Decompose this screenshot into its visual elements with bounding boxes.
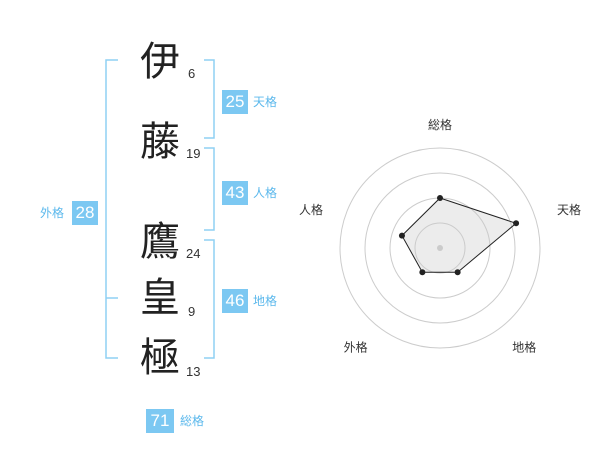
radar-axis-label: 外格 xyxy=(344,340,368,355)
name-char-2: 藤 xyxy=(140,119,180,165)
name-char-3: 鷹 xyxy=(140,219,180,265)
soukaku-value: 71 xyxy=(146,409,174,433)
radar-point xyxy=(437,195,443,201)
chikaku-label: 地格 xyxy=(253,294,278,308)
radar-center xyxy=(437,245,443,251)
name-char-5: 極 xyxy=(140,335,180,381)
radar-point xyxy=(513,220,520,227)
jinkaku-label: 人格 xyxy=(253,186,278,200)
name-char-4: 皇 xyxy=(140,275,180,321)
stroke-count-5: 13 xyxy=(186,364,201,379)
stroke-count-1: 6 xyxy=(188,66,196,81)
stroke-count-4: 9 xyxy=(188,304,196,319)
soukaku-label: 総格 xyxy=(180,414,205,428)
name-char-1: 伊 xyxy=(140,39,180,85)
radar-point xyxy=(454,269,461,276)
jinkaku-value: 43 xyxy=(222,181,248,205)
radar-polygon xyxy=(401,197,518,273)
radar-axis-label: 人格 xyxy=(299,202,323,217)
tenkaku-label: 天格 xyxy=(253,95,278,109)
radar-ring xyxy=(364,172,516,324)
stroke-count-2: 19 xyxy=(186,146,201,161)
radar-axis-label: 総格 xyxy=(428,117,452,132)
stroke-count-3: 24 xyxy=(186,246,201,261)
radar-axis-label: 天格 xyxy=(557,202,581,217)
gaikaku-value: 28 xyxy=(72,201,98,225)
gaikaku-label: 外格 xyxy=(40,206,65,220)
chikaku-value: 46 xyxy=(222,289,248,313)
radar-ring xyxy=(414,222,466,274)
tenkaku-value: 25 xyxy=(222,90,248,114)
radar-axis-label: 地格 xyxy=(512,340,536,355)
radar-ring xyxy=(339,147,541,349)
radar-point xyxy=(419,269,426,276)
radar-point xyxy=(398,232,405,239)
